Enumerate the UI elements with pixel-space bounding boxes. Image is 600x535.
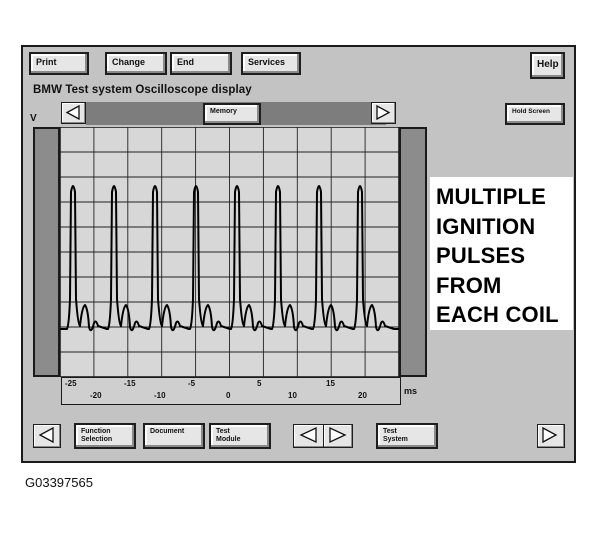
left-scale-bar xyxy=(33,127,60,377)
button-label: Function xyxy=(81,428,111,435)
tick-label: 0 xyxy=(226,391,231,400)
change-button[interactable]: Change xyxy=(105,52,167,75)
tick-label: -10 xyxy=(154,391,166,400)
tick-label: 5 xyxy=(257,379,262,388)
print-button[interactable]: Print xyxy=(29,52,89,75)
voltage-axis-label: V xyxy=(30,113,37,124)
annotation-line: MULTIPLE xyxy=(436,184,546,209)
annotation-line: FROM xyxy=(436,272,502,298)
button-label: Test xyxy=(383,428,397,435)
end-button[interactable]: End xyxy=(170,52,232,75)
prev-button[interactable] xyxy=(293,424,325,448)
tick-label: -25 xyxy=(65,379,77,388)
tick-label: 20 xyxy=(358,391,367,400)
tick-label: 10 xyxy=(288,391,297,400)
hold-screen-button[interactable]: Hold Screen xyxy=(505,103,565,125)
page-forward-button[interactable] xyxy=(537,424,565,448)
arrow-left-icon xyxy=(65,104,80,121)
time-unit-label: ms xyxy=(404,386,418,396)
arrow-right-icon xyxy=(376,104,391,121)
button-label: Module xyxy=(216,436,241,443)
time-axis: -25 -15 -5 5 15 -20 -10 0 10 20 xyxy=(61,377,401,405)
page-back-button[interactable] xyxy=(33,424,61,448)
button-label: System xyxy=(383,436,408,443)
figure-caption: G03397565 xyxy=(25,475,93,490)
annotation-line: PULSES xyxy=(436,243,526,268)
tick-label: -15 xyxy=(124,379,136,388)
scroll-left-button[interactable] xyxy=(61,102,86,124)
tick-label: -20 xyxy=(90,391,102,400)
oscilloscope-screen: Print Change End Services Help BMW Test … xyxy=(21,45,576,463)
next-button[interactable] xyxy=(323,424,353,448)
button-label: Selection xyxy=(81,436,113,443)
annotation-line: IGNITION xyxy=(436,213,536,239)
test-system-button[interactable]: Test System xyxy=(376,423,438,449)
scroll-right-button[interactable] xyxy=(371,102,396,124)
test-module-button[interactable]: Test Module xyxy=(209,423,271,449)
document-button[interactable]: Document xyxy=(143,423,205,449)
tick-label: 15 xyxy=(326,379,335,388)
right-scale-bar xyxy=(399,127,427,377)
button-label: Test xyxy=(216,428,230,435)
arrow-right-icon xyxy=(329,426,347,444)
services-button[interactable]: Services xyxy=(241,52,301,75)
oscilloscope-plot xyxy=(60,127,399,377)
function-selection-button[interactable]: Function Selection xyxy=(74,423,136,449)
page-title: BMW Test system Oscilloscope display xyxy=(33,84,252,96)
arrow-left-icon xyxy=(299,426,317,444)
help-button[interactable]: Help xyxy=(530,52,565,79)
arrow-left-icon xyxy=(38,426,54,444)
ignition-waveform xyxy=(60,185,399,332)
tick-label: -5 xyxy=(188,379,196,388)
annotation-box: MULTIPLE IGNITION PULSES FROM EACH COIL xyxy=(430,177,573,330)
arrow-right-icon xyxy=(542,426,558,444)
annotation-line: EACH COIL xyxy=(436,302,559,327)
memory-button[interactable]: Memory xyxy=(203,103,261,125)
